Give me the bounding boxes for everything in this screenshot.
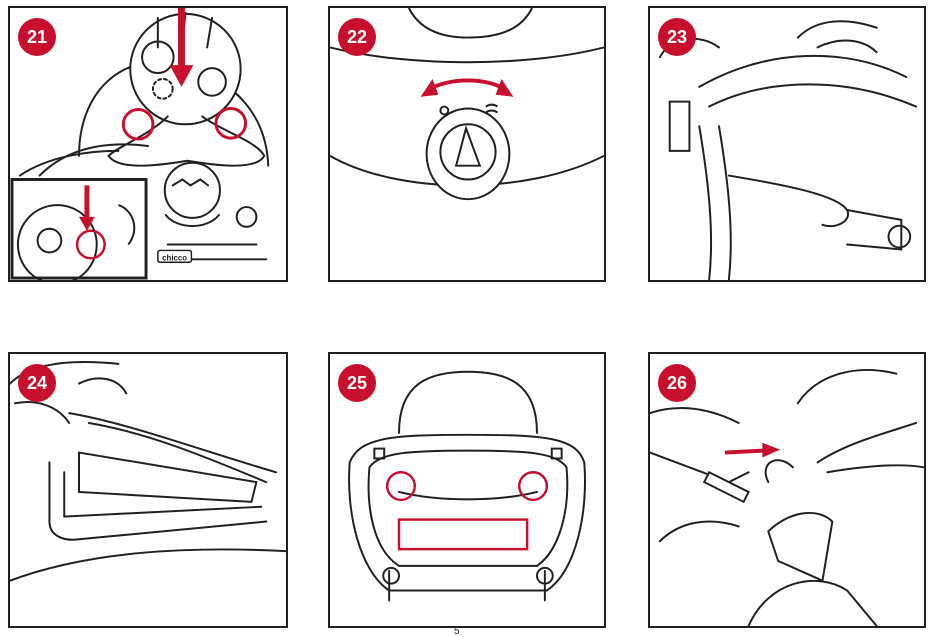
fold-seat-icon bbox=[658, 20, 918, 280]
step-panel-26: 26 bbox=[648, 352, 926, 628]
step-number-badge: 24 bbox=[18, 364, 56, 402]
step-number-badge: 26 bbox=[658, 364, 696, 402]
step-panel-24: 24 bbox=[8, 352, 288, 628]
step-number-badge: 25 bbox=[338, 364, 376, 402]
lift-tray-cover-icon bbox=[10, 361, 286, 582]
page-number: 5 bbox=[454, 626, 460, 637]
chicco-logo: chicco bbox=[162, 253, 187, 262]
step-panel-23: 23 bbox=[648, 6, 926, 282]
step-number-badge: 22 bbox=[338, 18, 376, 56]
remove-toy-tray-icon: chicco bbox=[10, 8, 270, 280]
step-number-badge: 23 bbox=[658, 18, 696, 56]
step-panel-21: chicco 21 bbox=[8, 6, 288, 282]
step-panel-25: 25 bbox=[328, 352, 606, 628]
undercarriage-clips-icon bbox=[348, 370, 586, 602]
step-number-badge: 21 bbox=[18, 18, 56, 56]
step-panel-22: 22 bbox=[328, 6, 606, 282]
unhook-fabric-icon bbox=[650, 369, 924, 626]
